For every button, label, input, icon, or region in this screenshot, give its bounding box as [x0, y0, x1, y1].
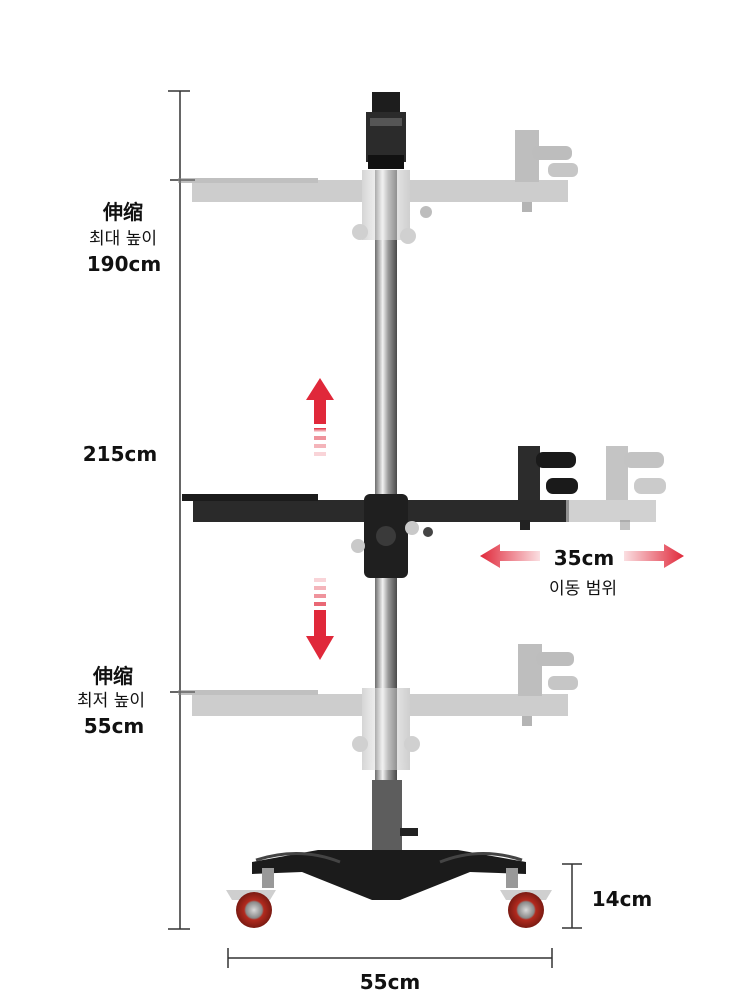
up-arrow-icon [306, 378, 334, 456]
total-height-value: 215cm [82, 442, 158, 466]
max-height-subtitle: 최대 높이 [89, 229, 157, 249]
right-caster [500, 868, 552, 928]
max-height-title: 伸缩 [103, 200, 143, 224]
wheel-height-value: 14cm [591, 887, 653, 911]
base [252, 780, 526, 900]
base-width-value: 55cm [359, 970, 421, 994]
base-width-dimension [227, 948, 553, 968]
travel-range-value: 35cm [553, 546, 615, 570]
bottom-arm-faded [178, 644, 578, 770]
right-arrow-icon [624, 544, 684, 568]
left-arrow-icon [480, 544, 540, 568]
middle-arm [182, 446, 666, 578]
top-arm-faded [178, 130, 578, 244]
min-height-value: 55cm [83, 714, 145, 738]
total-height-dimension [168, 90, 195, 930]
min-height-subtitle: 최저 높이 [77, 691, 145, 711]
down-arrow-icon [306, 578, 334, 660]
travel-range-subtitle: 이동 범위 [549, 579, 617, 599]
left-caster [226, 868, 276, 928]
wheel-height-dimension [562, 863, 582, 929]
max-height-value: 190cm [86, 252, 162, 276]
min-height-title: 伸缩 [93, 664, 133, 688]
